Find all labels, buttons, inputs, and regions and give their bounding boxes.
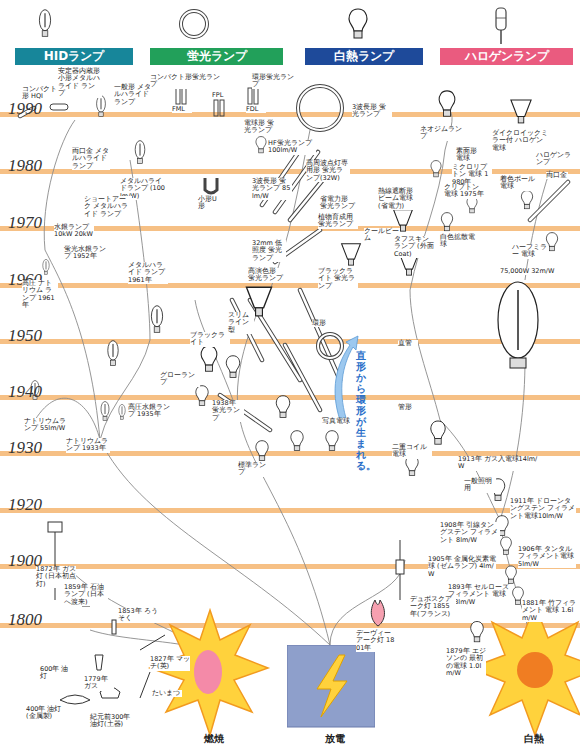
lamp-label: 素面形 電球 (456, 148, 484, 163)
origin-title: 放電 (287, 731, 383, 747)
lamp-label: 400年 油灯(金属製) (26, 706, 70, 721)
lamp-label: コンパクト形蛍光ランプ (150, 74, 220, 89)
lamp-label: 高演色形 蛍光ランプ (248, 268, 284, 283)
lamp-label: FML (172, 106, 192, 113)
discharge-symbol (287, 645, 375, 747)
year-label: 1920 (8, 496, 42, 513)
year-label: 1950 (8, 327, 42, 344)
lamp-label: ショートアーク メタルハライド ランプ (84, 196, 132, 218)
lamp-label: 直管 (398, 340, 418, 347)
lamp-label: ネオジムランプ (420, 126, 464, 141)
lamp-label: 環形 (312, 320, 332, 327)
lamp-label: たいまつ (152, 690, 182, 697)
lamp-label: 管形 (398, 404, 418, 411)
lamp-label: 安定器内蔵形 小形メタルハライド ランプ (58, 68, 102, 98)
lamp-label: 1906年 タンタルフィラメント電球 5lm/W (518, 546, 576, 568)
lamp-label: 水銀ランプ 10kW 20kW (54, 224, 94, 239)
lamp-label: ナトリウムランプ 1933年 (66, 438, 110, 453)
lamp-label: 1859年 石油ランプ (日本へ渡来) (64, 584, 108, 606)
lamp-label: FDL (246, 106, 266, 113)
lamp-label: 高圧水銀ランプ 1935年 (128, 404, 172, 419)
lamp-label: 環形蛍光ランプ (252, 74, 300, 89)
category-band: HIDランプ (15, 48, 133, 65)
lamp-label: 蛍光水銀ランプ 1952年 (64, 246, 108, 261)
year-label: 1930 (8, 439, 42, 456)
category-band: ハロゲンランプ (440, 48, 573, 65)
lamp-label: 1913年 ガス入電球14lm/W (458, 456, 538, 471)
note-text: 直形から環形が生まれる。 (356, 350, 366, 471)
lamp-label: 両口金 メタルハライド ランプ (72, 148, 110, 170)
category-title: 白熱ランプ (305, 48, 423, 65)
lamp-label: ダイクロイックミラー付 ハロゲン電球 (492, 130, 550, 152)
lamp-label: ナトリウムランプ 55lm/W (24, 418, 68, 433)
lamp-label: 3波長形 蛍光ランプ (352, 104, 392, 119)
origin-title: 燃焼 (165, 731, 263, 747)
lamp-label: ハロゲンランプ (536, 152, 576, 167)
lamp-label: 植物育成用 蛍光ランプ (318, 214, 358, 229)
lamp-label: 1908年 引線タングステン フィラメント 8lm/W (440, 522, 500, 544)
lamp-label: HF蛍光ランプ 100lm/W (268, 140, 316, 155)
lamp-label: ブラックライト 蛍光ランプ (318, 268, 358, 290)
origin-title: 白熱 (500, 731, 568, 747)
lamp-label: 1881年 竹フィラメント 電球 1.6lm/W (522, 600, 576, 622)
lamp-label: デュボスクアーク灯 1855年(フランス) (410, 596, 456, 618)
lamp-label: 一般照明用 (464, 478, 496, 493)
lamp-label: コンパクト形 HQI (22, 86, 58, 101)
lamp-label: 高周波点灯専用形 蛍光ランプ(32W) (306, 160, 350, 182)
lamp-label: グローランプ (160, 372, 200, 387)
lamp-label: 1879年 エジソンの 最初の電球 1.0lm/W (446, 648, 486, 678)
lamp-label: 標準ランプ (238, 462, 270, 477)
category-title: HIDランプ (15, 48, 133, 65)
lamp-label: 1853年 ろうそく (118, 608, 158, 623)
category-band: 蛍光ランプ (150, 48, 283, 65)
year-label: 1940 (8, 383, 42, 400)
lamp-label: ブラックライト (190, 332, 230, 347)
lamp-label: 熱線遮断形 ビーム電球 (省電力) (378, 188, 422, 210)
lamp-label: 高圧 ナトリウム ランプ 1961年 (22, 280, 58, 310)
category-title: ハロゲンランプ (440, 48, 573, 65)
lamp-label: 3波長形 蛍光ランプ 85lm/W (252, 178, 292, 200)
lamp-label: 600年 油灯 (40, 666, 70, 681)
lamp-label: ハーフミラー 電球 (512, 244, 548, 259)
lamp-label: 1938年 蛍光ランプ (212, 400, 244, 422)
lamp-label: 一般形 メタルハライド ランプ (114, 84, 154, 106)
origin-box: 燃焼 (165, 731, 263, 747)
lamp-label: 二重コイル電球 (392, 444, 432, 459)
category-band: 白熱ランプ (305, 48, 423, 65)
lamp-label: 1911年 ドローンタングステン フィラメント電球10lm/W (510, 498, 576, 520)
lamp-label: 白色拡散電球 (440, 234, 480, 249)
lamp-label: 電球形 蛍光ランプ (244, 120, 278, 135)
year-label: 1990 (8, 100, 42, 117)
lamp-label: メタルハライド ランプ 1961年 (128, 262, 168, 284)
lamp-label: クリプトン電球 1975年 (444, 184, 484, 199)
origin-box: 白熱 (500, 731, 568, 747)
lamp-label: 紀元前300年 油灯(土器) (90, 714, 134, 729)
year-label: 1800 (8, 611, 42, 628)
year-label: 1970 (8, 214, 42, 231)
lamp-label: 着色ボール電球 (500, 176, 540, 191)
lamp-label: FPL (212, 92, 232, 99)
lamp-label: デーヴィーアーク灯 1801年 (356, 630, 396, 652)
lamp-label: スリム ライン型 (228, 312, 254, 334)
lamp-label: 1893年 セルローズフィラメント 電球3.3lm/W (448, 584, 512, 606)
lamp-label: 小形U形 (198, 196, 222, 211)
lamp-label: 省電力形 蛍光ランプ (320, 196, 356, 211)
lamp-label: 75,000W 32m/W (500, 268, 560, 275)
lamp-label: 1905年 金属化炭素電球 (ゼムランプ) 4lm/W (428, 556, 496, 578)
lamp-label: 写真電球 (322, 418, 350, 425)
lamp-label: 両口金 (546, 172, 568, 179)
origin-box: 放電 (287, 645, 383, 747)
lamp-label: 32mm 低照度 蛍光ランプ (252, 240, 286, 262)
category-title: 蛍光ランプ (150, 48, 283, 65)
year-label: 1980 (8, 157, 42, 174)
lamp-label: タフスキン ランプ (外面Coat) (394, 236, 434, 258)
lamp-label: 1779年 ガス (84, 676, 114, 691)
lamp-label: 1827年 マッチ(英) (150, 656, 190, 671)
